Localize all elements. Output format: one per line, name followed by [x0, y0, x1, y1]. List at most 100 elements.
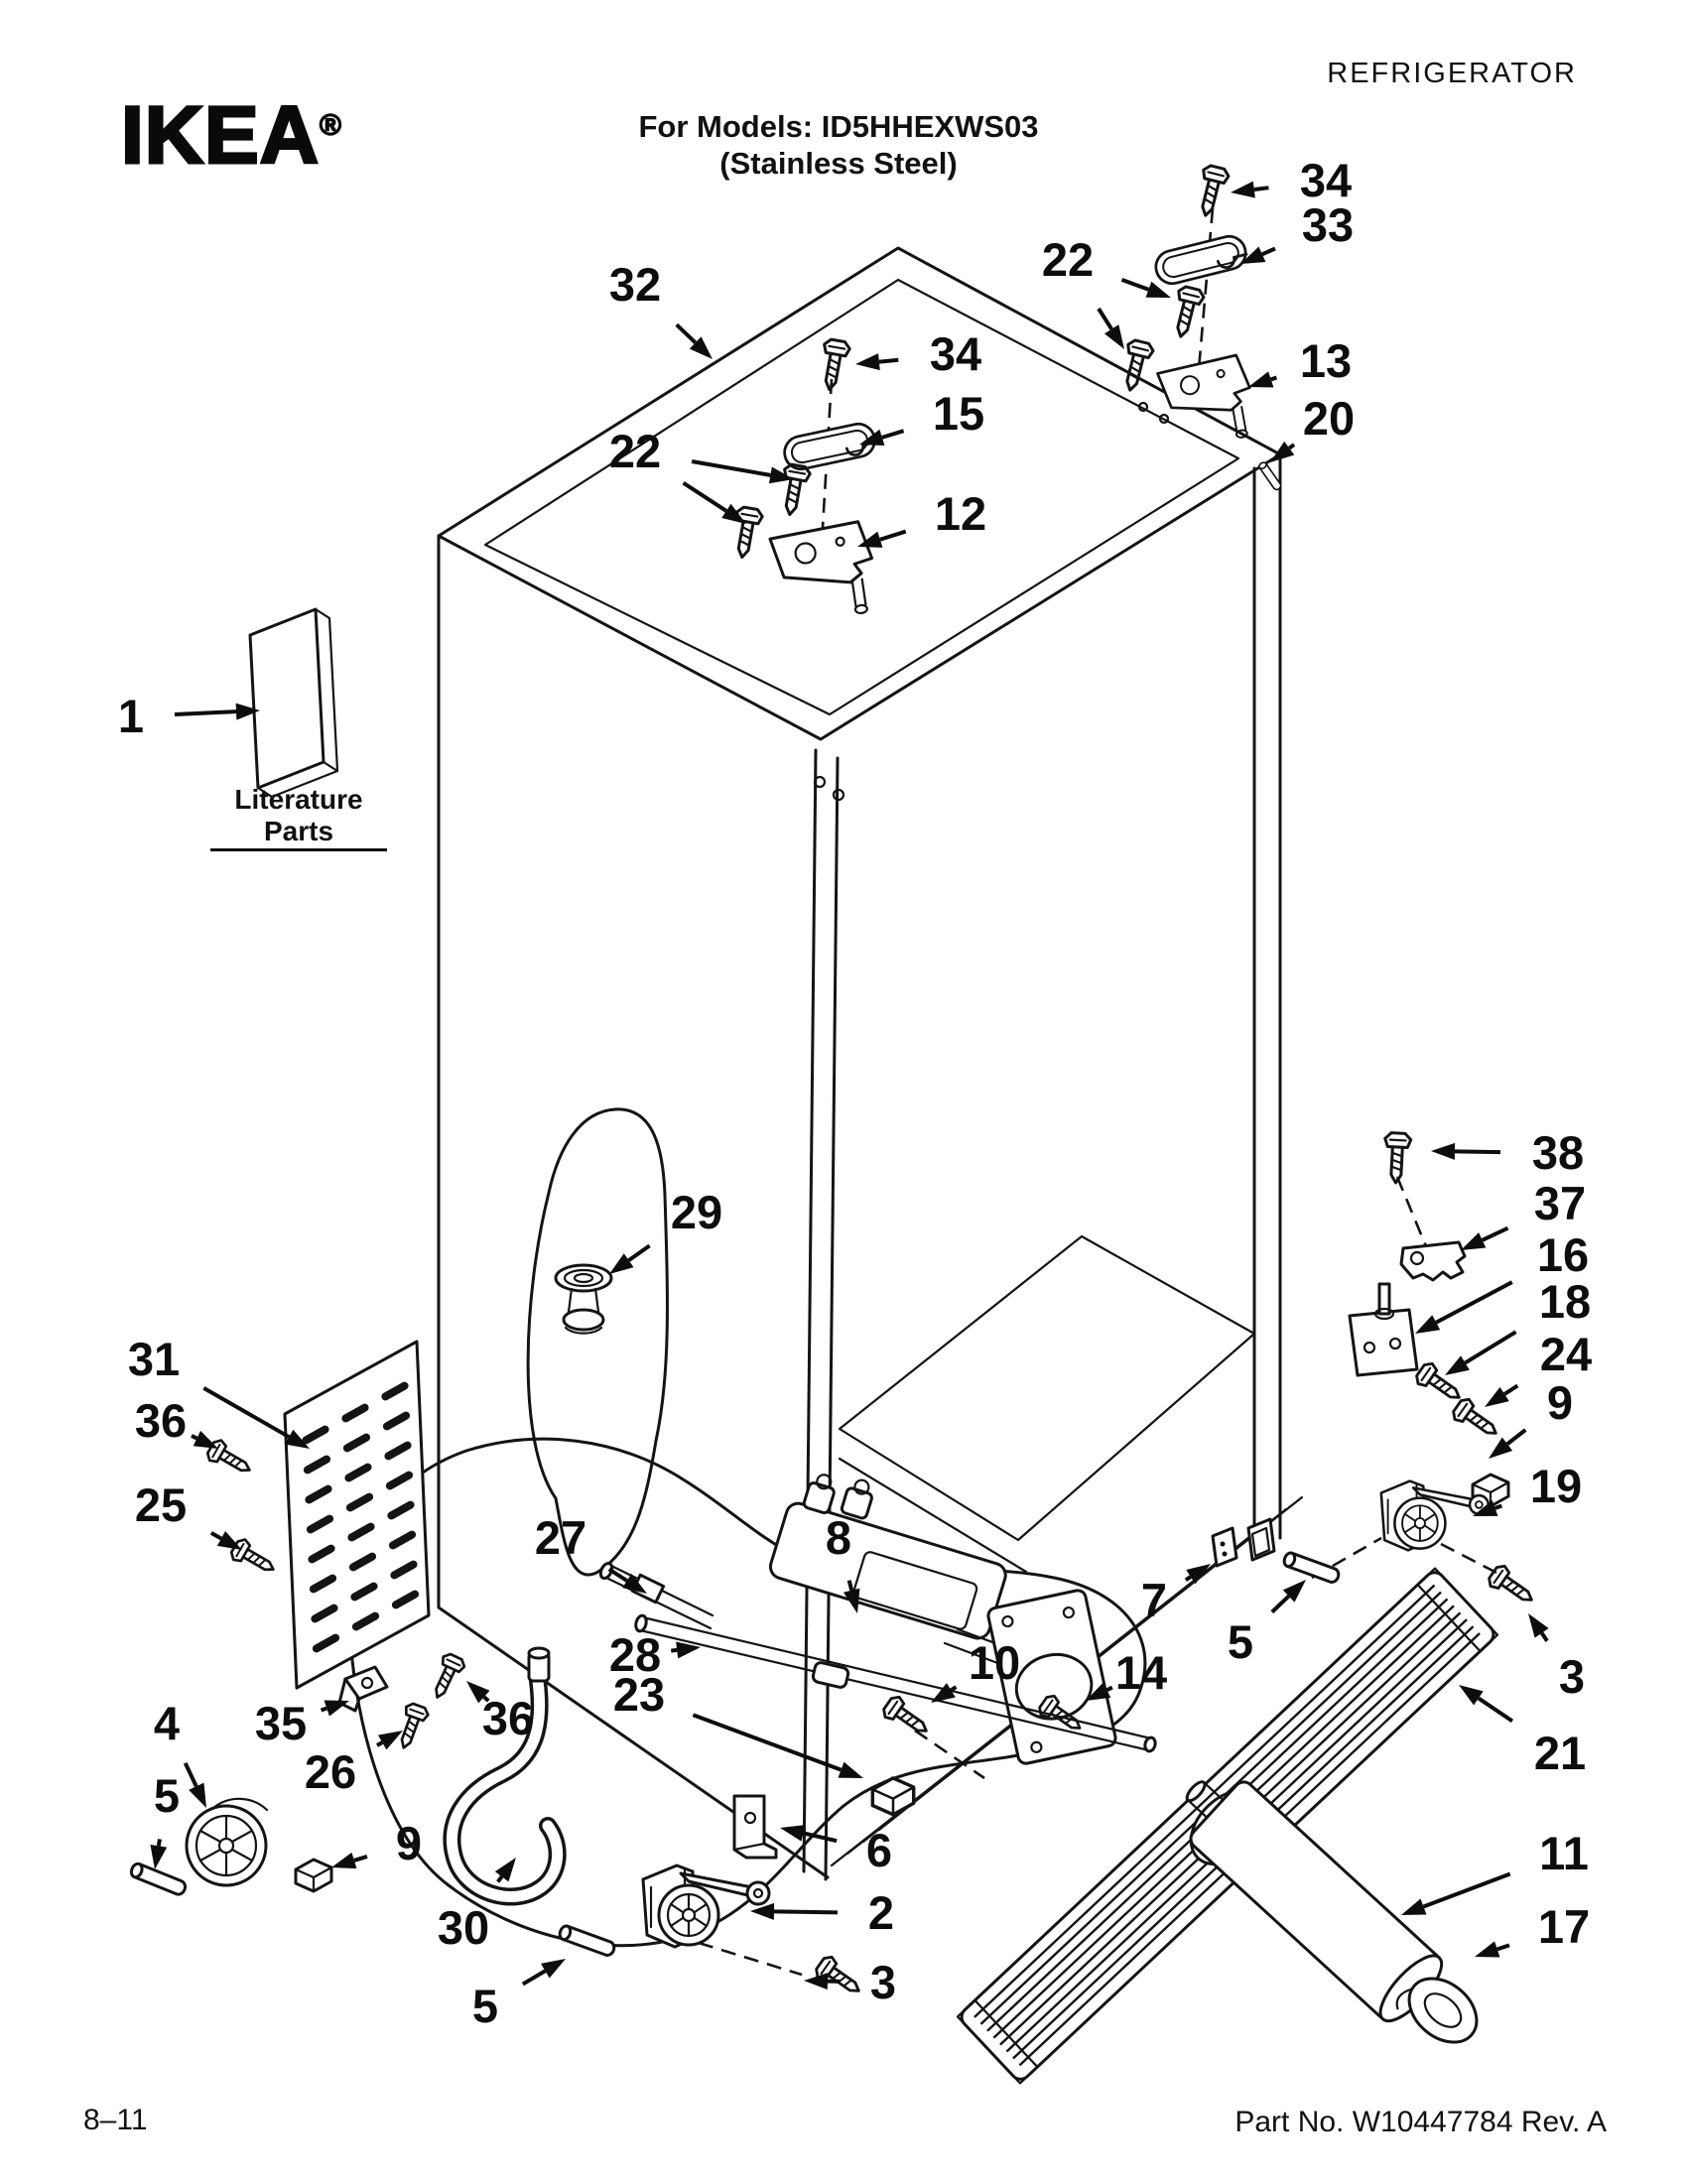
- callout-17: 17: [1475, 1900, 1590, 1958]
- callout-number: 32: [609, 258, 661, 311]
- callout-number: 26: [305, 1745, 356, 1798]
- ikea-logo: IKEA®: [120, 93, 342, 178]
- callout-number: 9: [396, 1817, 422, 1869]
- callout-32: 32: [609, 258, 713, 359]
- door-closing-cam-33: [1150, 231, 1251, 289]
- clamp-37: [1399, 1240, 1467, 1282]
- rear-wheel-4: [185, 1797, 269, 1887]
- callout-23: 23: [613, 1668, 863, 1778]
- callout-34: 34: [1231, 154, 1352, 206]
- hinge-screw-34: [1191, 162, 1232, 220]
- callout-number: 5: [1228, 1615, 1253, 1668]
- callout-4: 4: [154, 1697, 206, 1808]
- callout-number: 29: [671, 1186, 722, 1238]
- callout-27: 27: [535, 1511, 647, 1594]
- callout-number: 27: [535, 1511, 586, 1564]
- top-hinge-12: [767, 519, 879, 624]
- spacer-9: [294, 1858, 333, 1893]
- callout-number: 14: [1115, 1646, 1167, 1699]
- callout-number: 8: [826, 1511, 851, 1564]
- callout-number: 22: [1042, 233, 1094, 286]
- callout-5: 5: [150, 1769, 180, 1869]
- callout-number: 21: [1534, 1727, 1586, 1779]
- part-access-panel-31: [283, 1340, 431, 1690]
- model-line-1: For Models: ID5HHEXWS03: [638, 109, 1039, 144]
- callout-8: 8: [826, 1511, 860, 1613]
- callout-number: 19: [1530, 1460, 1582, 1512]
- callout-14: 14: [1086, 1646, 1167, 1701]
- part-tube-28: [634, 1613, 1157, 1753]
- callout-number: 20: [1303, 392, 1355, 445]
- callout-number: 2: [868, 1886, 894, 1939]
- callout-36: 36: [466, 1681, 534, 1744]
- callout-number: 38: [1532, 1126, 1584, 1179]
- hinge-screw-34: [815, 336, 852, 394]
- callout-number: 3: [870, 1956, 896, 2008]
- callout-18: 18: [1445, 1275, 1591, 1375]
- callout-number: 17: [1538, 1900, 1590, 1953]
- callout-3: 3: [1528, 1613, 1585, 1703]
- callout-7: 7: [1141, 1564, 1211, 1626]
- callout-11: 11: [1401, 1827, 1589, 1915]
- callout-number: 34: [930, 327, 981, 380]
- callout-9: 9: [331, 1817, 422, 1869]
- callout-20: 20: [1270, 392, 1355, 462]
- callout-33: 33: [1240, 198, 1354, 264]
- hinge-pin-bracket-6: [732, 1794, 778, 1860]
- callout-5: 5: [1228, 1580, 1306, 1668]
- cabinet-inner-cutout-lower: [347, 1437, 1147, 1948]
- axle-pin-5: [556, 1923, 618, 1959]
- callout-number: 11: [1539, 1827, 1589, 1879]
- callout-6: 6: [780, 1824, 892, 1876]
- cabinet-inner-cutout-upper: [526, 1107, 669, 1577]
- callout-number: 36: [482, 1692, 534, 1744]
- callout-19: 19: [1473, 1460, 1582, 1516]
- callout-26: 26: [305, 1731, 403, 1798]
- callout-number: 23: [613, 1668, 665, 1721]
- callout-number: 18: [1539, 1275, 1591, 1328]
- callout-2: 2: [750, 1886, 894, 1939]
- callout-number: 34: [1300, 154, 1352, 206]
- callout-number: 28: [609, 1628, 661, 1681]
- part-water-valve-8: [768, 1474, 1117, 1765]
- callout-25: 25: [135, 1478, 242, 1550]
- screw-26: [391, 1700, 432, 1753]
- callout-number: 12: [935, 487, 986, 540]
- callout-5: 5: [472, 1959, 566, 2032]
- callout-number: 25: [135, 1478, 187, 1531]
- axle-pin-5: [127, 1861, 190, 1898]
- part-number: Part No. W10447784 Rev. A: [1234, 2106, 1607, 2138]
- top-center-hinge-parts: [727, 336, 879, 624]
- part-drain-tube-30: [443, 1646, 567, 1906]
- axle-pin-5: [1280, 1550, 1343, 1586]
- pin-20: [1256, 459, 1283, 492]
- part-brackets-7: [1211, 1517, 1276, 1568]
- panel-screw-25: [227, 1535, 281, 1581]
- callout-15: 15: [859, 387, 984, 447]
- screw-10: [878, 1692, 935, 1742]
- model-line-2: (Stainless Steel): [719, 145, 958, 181]
- screw-38: [1380, 1130, 1413, 1186]
- callout-number: 3: [1559, 1650, 1585, 1703]
- callout-number: 6: [866, 1824, 892, 1876]
- registered-mark: ®: [319, 109, 342, 142]
- callout-10: 10: [931, 1636, 1020, 1703]
- part-literature-book: [248, 607, 339, 799]
- callout-number: 10: [969, 1636, 1020, 1689]
- bottom-hinge-16: [1348, 1282, 1419, 1377]
- callout-13: 13: [1248, 334, 1352, 388]
- page-number: 8–11: [83, 2104, 148, 2136]
- callout-number: 1: [118, 690, 144, 742]
- brand-text: IKEA: [120, 90, 321, 181]
- callout-3: 3: [804, 1956, 896, 2008]
- callout-number: 5: [472, 1980, 498, 2032]
- callout-number: 15: [933, 387, 984, 440]
- callout-number: 33: [1302, 198, 1354, 251]
- part-tube-27: [598, 1561, 714, 1630]
- callout-28: 28: [609, 1628, 701, 1681]
- callout-number: 24: [1540, 1328, 1592, 1380]
- callout-34: 34: [855, 327, 981, 380]
- document-type-label: REFRIGERATOR: [1327, 58, 1577, 89]
- screw-36: [425, 1650, 468, 1704]
